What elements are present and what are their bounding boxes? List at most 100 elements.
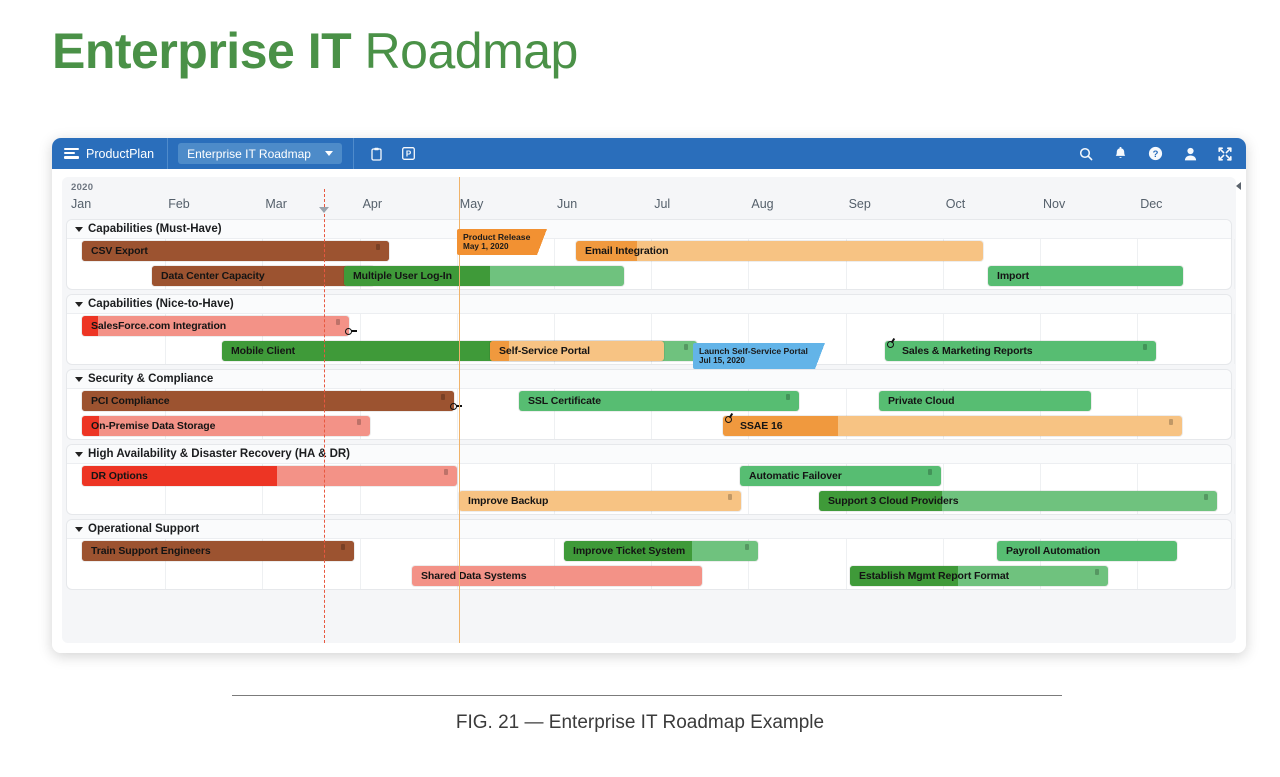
- roadmap-bar[interactable]: On-Premise Data Storage: [82, 416, 370, 436]
- roadmap-bar[interactable]: Establish Mgmt Report Format: [850, 566, 1108, 586]
- bar-label: PCI Compliance: [91, 395, 170, 407]
- bar-label: Automatic Failover: [749, 470, 842, 482]
- roadmap-bar[interactable]: Shared Data Systems: [412, 566, 702, 586]
- bar-row: SalesForce.com Integration: [67, 314, 1236, 339]
- bar-resize-handle[interactable]: [684, 344, 688, 350]
- bar-label: On-Premise Data Storage: [91, 420, 216, 432]
- column-separator: [1040, 239, 1041, 264]
- lane-header[interactable]: Capabilities (Nice-to-Have): [67, 295, 1231, 314]
- bar-resize-handle[interactable]: [745, 544, 749, 550]
- hamburger-lines-icon[interactable]: [64, 148, 79, 160]
- lane-group: Capabilities (Must-Have) CSV Export Email …: [66, 219, 1236, 290]
- roadmap-bar[interactable]: Automatic Failover: [740, 466, 941, 486]
- column-separator: [1234, 339, 1236, 364]
- document-selector[interactable]: Enterprise IT Roadmap: [178, 143, 342, 164]
- roadmap-bar[interactable]: DR Options: [82, 466, 457, 486]
- roadmap-bar[interactable]: PCI Compliance: [82, 391, 454, 411]
- roadmap-bar[interactable]: Data Center Capacity: [152, 266, 374, 286]
- roadmap-bar[interactable]: SSAE 16: [723, 416, 1182, 436]
- caption-rule: [232, 695, 1062, 696]
- column-separator: [748, 264, 750, 289]
- bar-resize-handle[interactable]: [1204, 494, 1208, 500]
- roadmap-bar[interactable]: Train Support Engineers: [82, 541, 354, 561]
- bell-icon[interactable]: [1114, 146, 1127, 161]
- bar-resize-handle[interactable]: [341, 544, 345, 550]
- bar-progress-fill: [82, 391, 454, 411]
- chevron-down-icon[interactable]: [324, 151, 333, 156]
- person-icon[interactable]: [1184, 147, 1197, 161]
- roadmap-bar[interactable]: SalesForce.com Integration: [82, 316, 349, 336]
- bar-label: Email Integration: [585, 245, 669, 257]
- month-label-dec: Dec: [1140, 197, 1163, 211]
- milestone-date: May 1, 2020: [463, 242, 509, 252]
- month-label-feb: Feb: [168, 197, 190, 211]
- column-separator: [262, 489, 264, 514]
- bar-resize-handle[interactable]: [928, 469, 932, 475]
- bar-resize-handle[interactable]: [336, 319, 340, 325]
- chevron-down-icon[interactable]: [75, 526, 83, 532]
- bar-resize-handle[interactable]: [376, 244, 380, 250]
- roadmap-bar[interactable]: Support 3 Cloud Providers: [819, 491, 1217, 511]
- lane-group: Capabilities (Nice-to-Have) SalesForce.co…: [66, 294, 1236, 365]
- bar-resize-handle[interactable]: [441, 394, 445, 400]
- roadmap-bar[interactable]: Sales & Marketing Reports: [885, 341, 1156, 361]
- search-icon[interactable]: [1079, 147, 1093, 161]
- bar-progress-fill: [82, 541, 354, 561]
- lane-title: Operational Support: [88, 523, 200, 535]
- chevron-down-icon[interactable]: [75, 376, 83, 382]
- roadmap-bar[interactable]: Improve Ticket System: [564, 541, 758, 561]
- roadmap-bar[interactable]: Import: [988, 266, 1183, 286]
- bar-row: PCI Compliance SSL Certificate Private Clo…: [67, 389, 1236, 414]
- chevron-down-icon[interactable]: [75, 226, 83, 232]
- bar-progress-fill: [82, 241, 389, 261]
- roadmap-bar[interactable]: Private Cloud: [879, 391, 1091, 411]
- presentation-icon[interactable]: P: [402, 147, 415, 160]
- roadmap-bar[interactable]: CSV Export: [82, 241, 389, 261]
- lane-header[interactable]: Security & Compliance: [67, 370, 1231, 389]
- help-icon[interactable]: ?: [1148, 146, 1163, 161]
- productplan-app-window: ProductPlan Enterprise IT Roadmap P ?: [52, 138, 1246, 653]
- roadmap-bar[interactable]: Self-Service Portal: [490, 341, 664, 361]
- column-separator: [1040, 314, 1041, 339]
- roadmap-bar[interactable]: Multiple User Log-In: [344, 266, 624, 286]
- bar-resize-handle[interactable]: [728, 494, 732, 500]
- today-marker-caret-icon[interactable]: [319, 207, 329, 213]
- clipboard-icon[interactable]: [370, 147, 383, 161]
- collapse-panel-arrow-icon[interactable]: [1236, 182, 1241, 190]
- bar-resize-handle[interactable]: [1169, 419, 1173, 425]
- bar-resize-handle[interactable]: [1095, 569, 1099, 575]
- milestone-tail: [814, 343, 825, 369]
- column-separator: [1137, 239, 1139, 264]
- brand-area[interactable]: ProductPlan: [52, 138, 169, 169]
- roadmap-bar[interactable]: SSL Certificate: [519, 391, 799, 411]
- bar-resize-handle[interactable]: [357, 419, 361, 425]
- column-separator: [165, 339, 167, 364]
- bar-resize-handle[interactable]: [1143, 344, 1147, 350]
- bar-resize-handle[interactable]: [786, 394, 790, 400]
- bar-progress-fill: [82, 316, 99, 336]
- chevron-down-icon[interactable]: [75, 451, 83, 457]
- lane-header[interactable]: Operational Support: [67, 520, 1231, 539]
- roadmap-bar[interactable]: Payroll Automation: [997, 541, 1177, 561]
- roadmap-bar[interactable]: Email Integration: [576, 241, 983, 261]
- dependency-end-icon[interactable]: [450, 402, 462, 411]
- lane-header[interactable]: Capabilities (Must-Have): [67, 220, 1231, 239]
- chevron-down-icon[interactable]: [75, 301, 83, 307]
- column-separator: [1234, 464, 1236, 489]
- dependency-end-icon[interactable]: [345, 327, 357, 336]
- dependency-start-icon[interactable]: [725, 414, 736, 423]
- dependency-start-icon[interactable]: [887, 339, 898, 348]
- bar-progress-fill: [344, 266, 490, 286]
- lane-header[interactable]: High Availability & Disaster Recovery (H…: [67, 445, 1231, 464]
- expand-icon[interactable]: [1218, 146, 1232, 161]
- bar-resize-handle[interactable]: [444, 469, 448, 475]
- column-separator: [651, 414, 653, 439]
- roadmap-bar[interactable]: Improve Backup: [459, 491, 741, 511]
- month-label-may: May: [459, 197, 484, 211]
- svg-text:?: ?: [1153, 149, 1159, 160]
